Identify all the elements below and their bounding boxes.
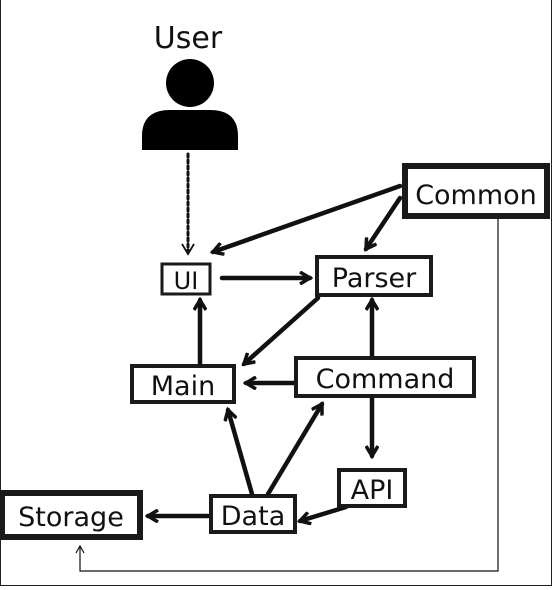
person-icon: [142, 59, 238, 150]
component-label-parser: Parser: [332, 263, 417, 294]
component-main: Main: [130, 364, 236, 404]
edge-data-main: [228, 410, 255, 497]
component-ui: UI: [160, 262, 212, 296]
component-data: Data: [209, 494, 297, 534]
edge-data-command: [265, 404, 325, 497]
edge-common-storage: [75, 216, 499, 572]
component-common: Common: [402, 163, 550, 219]
component-parser: Parser: [315, 255, 433, 297]
component-storage: Storage: [0, 490, 143, 540]
edge-common-ui: [213, 183, 403, 252]
component-command: Command: [294, 356, 476, 398]
component-label-storage: Storage: [18, 502, 124, 533]
component-label-data: Data: [221, 501, 285, 532]
component-label-common: Common: [415, 180, 537, 211]
edge-parser-main: [244, 295, 321, 364]
component-label-main: Main: [151, 371, 215, 402]
user-label: User: [154, 21, 223, 56]
component-label-api: API: [351, 475, 394, 506]
component-label-ui: UI: [174, 267, 199, 295]
component-label-command: Command: [316, 364, 455, 395]
edge-api-data: [300, 504, 349, 521]
edge-common-parser: [363, 195, 403, 249]
component-api: API: [337, 468, 407, 508]
